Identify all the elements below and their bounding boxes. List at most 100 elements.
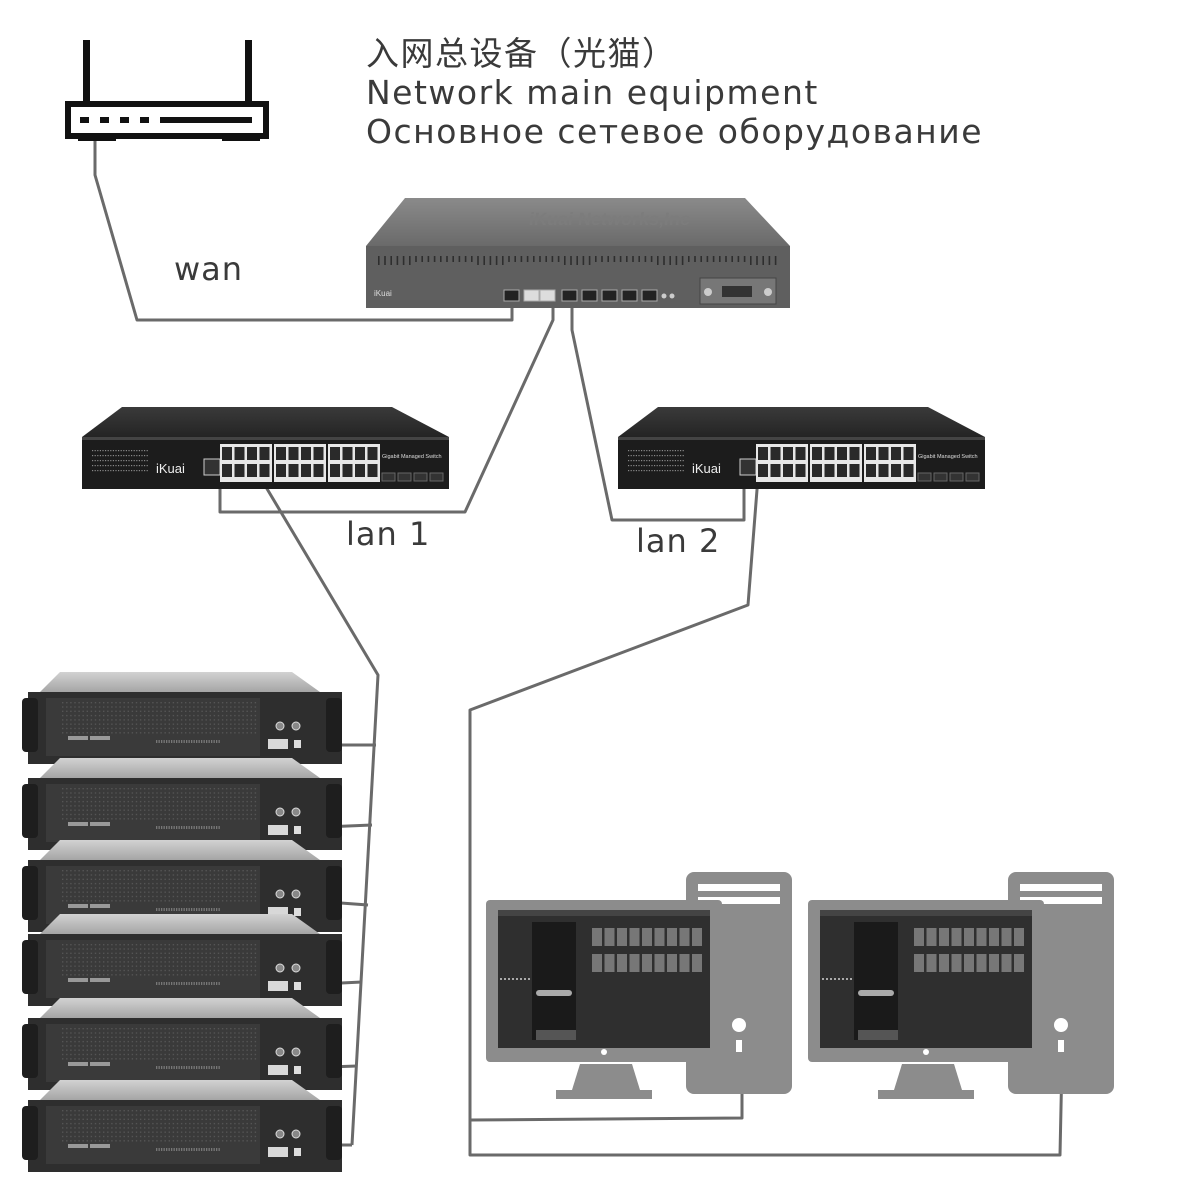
sfp-port bbox=[381, 472, 396, 482]
monitor-stand bbox=[894, 1064, 962, 1090]
ethernet-port bbox=[234, 464, 245, 477]
ethernet-port bbox=[770, 464, 781, 477]
channel-tile bbox=[604, 928, 615, 946]
ethernet-port bbox=[288, 447, 299, 460]
channel-tile bbox=[939, 954, 949, 972]
channel-tile bbox=[1014, 954, 1024, 972]
channel-tile bbox=[976, 928, 987, 946]
ethernet-port bbox=[837, 447, 847, 460]
channel-tile bbox=[964, 928, 974, 946]
ethernet-port bbox=[355, 464, 365, 477]
channel-tile bbox=[692, 954, 702, 972]
ethernet-port bbox=[342, 447, 353, 460]
ethernet-port bbox=[812, 447, 822, 460]
pc-workstation-icon bbox=[808, 872, 1114, 1099]
title-ru: Основное сетевое оборудование bbox=[366, 112, 984, 151]
ethernet-port bbox=[301, 464, 311, 477]
ethernet-port bbox=[247, 447, 257, 460]
switch-caption: Gigabit Managed Switch bbox=[918, 454, 978, 460]
channel-tile bbox=[679, 954, 690, 972]
lan1-label: lan 1 bbox=[346, 515, 431, 553]
lan1-uplink-cable bbox=[218, 300, 555, 514]
ethernet-port bbox=[621, 289, 638, 302]
ethernet-port bbox=[581, 289, 598, 302]
channel-tile bbox=[592, 954, 602, 972]
rack-ear bbox=[22, 784, 38, 838]
ethernet-port bbox=[276, 447, 286, 460]
ethernet-port bbox=[866, 464, 876, 477]
ethernet-port bbox=[313, 447, 324, 460]
channel-tile bbox=[629, 928, 640, 946]
usb-port bbox=[294, 908, 301, 916]
ethernet-port bbox=[903, 447, 914, 460]
rack-ear bbox=[326, 1106, 342, 1160]
sfp-port bbox=[397, 472, 412, 482]
router-icon bbox=[65, 40, 269, 141]
ethernet-port bbox=[259, 464, 270, 477]
channel-tile bbox=[989, 928, 999, 946]
channel-tile bbox=[667, 928, 677, 946]
channel-tile bbox=[951, 928, 962, 946]
channel-tile bbox=[617, 954, 627, 972]
ethernet-port bbox=[849, 464, 860, 477]
channel-tile bbox=[617, 928, 627, 946]
ethernet-port bbox=[783, 447, 793, 460]
ethernet-port bbox=[276, 464, 286, 477]
usb-port bbox=[294, 982, 301, 990]
server-unit bbox=[22, 758, 342, 850]
pc-workstation-icon bbox=[486, 872, 792, 1099]
rack-ear bbox=[22, 1024, 38, 1078]
channel-tile bbox=[964, 954, 974, 972]
channel-tile bbox=[976, 954, 987, 972]
ethernet-port bbox=[812, 464, 822, 477]
ethernet-port bbox=[641, 289, 658, 302]
ethernet-port bbox=[259, 447, 270, 460]
channel-tile bbox=[654, 928, 665, 946]
gateway-ports bbox=[503, 289, 675, 302]
channel-tile bbox=[939, 928, 949, 946]
sfp-port bbox=[933, 472, 948, 482]
channel-tile bbox=[604, 954, 615, 972]
rack-ear bbox=[326, 940, 342, 994]
ethernet-port bbox=[330, 464, 340, 477]
ethernet-port bbox=[824, 447, 835, 460]
rack-ear bbox=[326, 1024, 342, 1078]
ethernet-port bbox=[866, 447, 876, 460]
sfp-port bbox=[949, 472, 964, 482]
lan1-server-trunk bbox=[258, 476, 380, 1146]
lan2-pc-trunk bbox=[468, 476, 1064, 1157]
title-zh: 入网总设备（光猫） bbox=[366, 34, 677, 73]
channel-tile bbox=[1001, 928, 1012, 946]
ethernet-port bbox=[539, 289, 556, 302]
channel-tile bbox=[951, 954, 962, 972]
channel-tile bbox=[1014, 928, 1024, 946]
gateway-brand-top: iKuai Networks,Inc bbox=[528, 209, 692, 229]
rack-ear bbox=[326, 698, 342, 752]
ethernet-port bbox=[222, 447, 232, 460]
ethernet-port bbox=[601, 289, 618, 302]
ethernet-port bbox=[301, 447, 311, 460]
ethernet-port bbox=[824, 464, 835, 477]
server-rack bbox=[22, 672, 342, 1172]
switch-lan2: iKuai Gigabit Managed Switch bbox=[618, 407, 985, 489]
ethernet-port bbox=[795, 447, 806, 460]
ethernet-port bbox=[342, 464, 353, 477]
ethernet-port bbox=[247, 464, 257, 477]
ethernet-port bbox=[330, 447, 340, 460]
switch-brand: iKuai bbox=[692, 461, 721, 476]
gateway-device: iKuai Networks,Inc iKuai bbox=[366, 198, 790, 308]
ethernet-port bbox=[268, 1147, 288, 1157]
wan-cable bbox=[93, 140, 514, 322]
ethernet-port bbox=[795, 464, 806, 477]
wan-label: wan bbox=[174, 250, 244, 288]
channel-tile bbox=[914, 928, 924, 946]
ethernet-port bbox=[268, 981, 288, 991]
ethernet-port bbox=[222, 464, 232, 477]
ethernet-port bbox=[355, 447, 365, 460]
ethernet-port bbox=[878, 447, 889, 460]
gateway-vents bbox=[378, 256, 777, 265]
switch-caption: Gigabit Managed Switch bbox=[382, 454, 442, 460]
channel-tile bbox=[1001, 954, 1012, 972]
ethernet-port bbox=[268, 907, 288, 917]
